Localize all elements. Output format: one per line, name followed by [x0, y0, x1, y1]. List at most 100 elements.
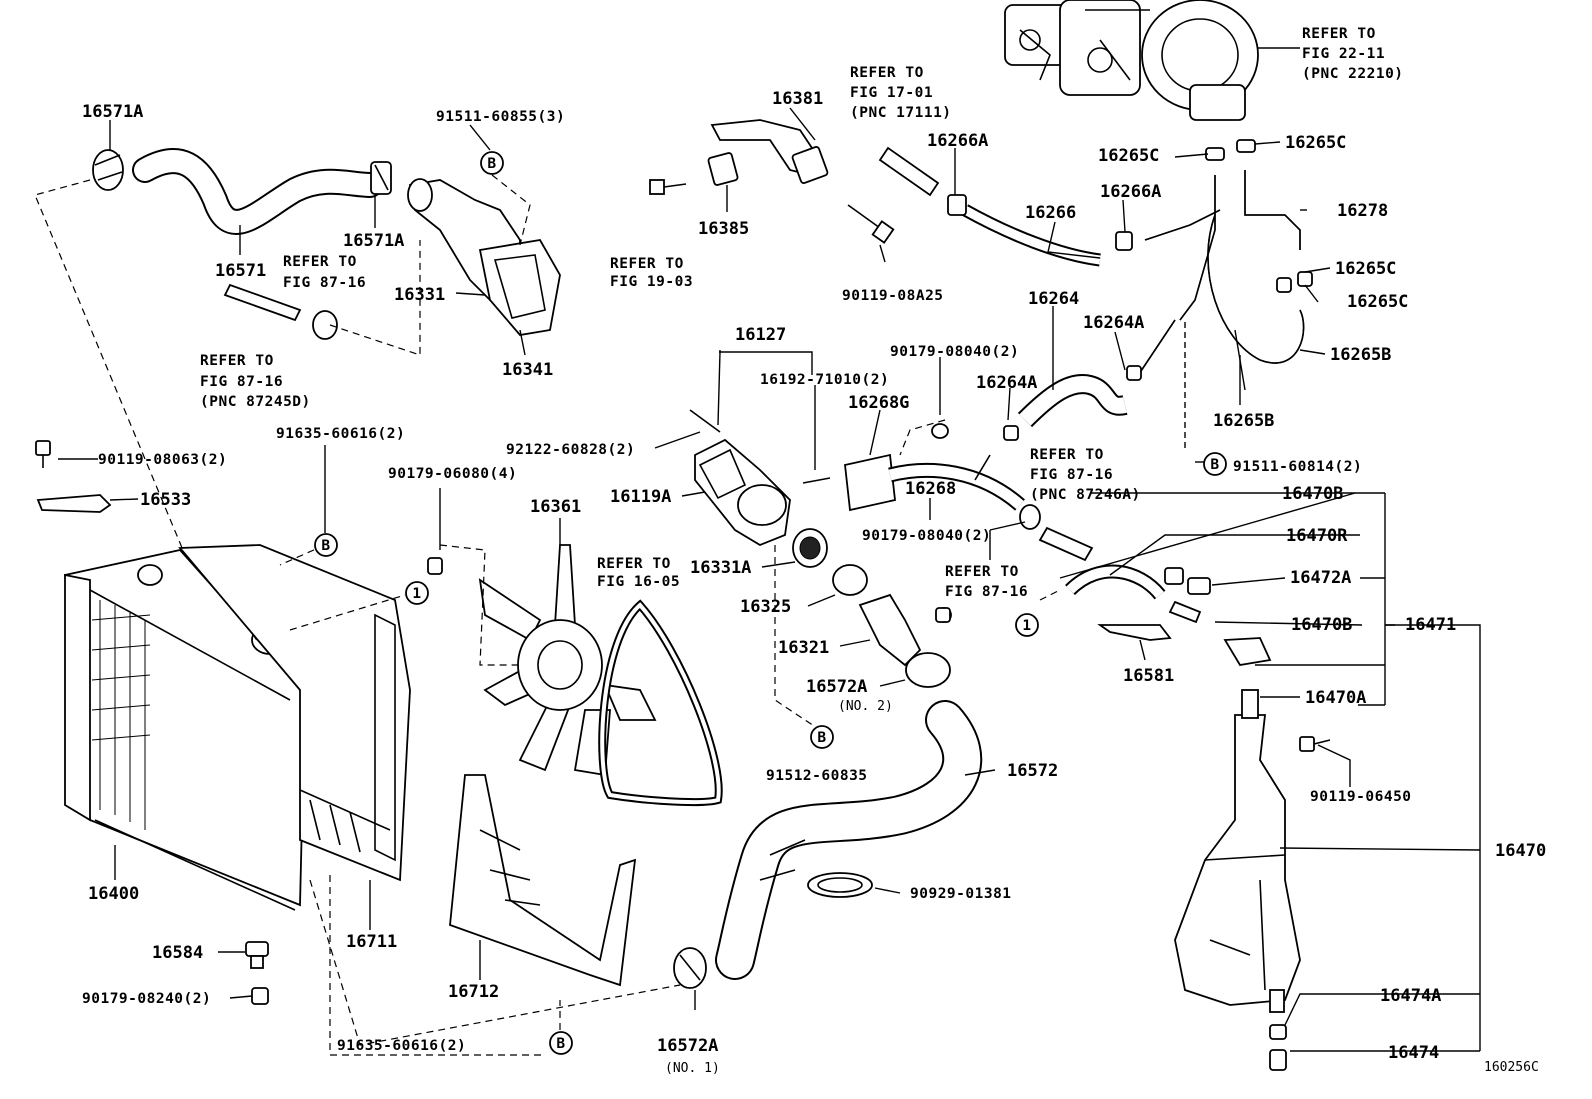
callout-91511-60814: 91511-60814(2)	[1233, 459, 1362, 475]
figure-code: 160256C	[1484, 1060, 1539, 1075]
callout-16265C-4: 16265C	[1347, 292, 1408, 312]
callout-16265C-2: 16265C	[1285, 133, 1346, 153]
callout-16472A: 16472A	[1290, 568, 1351, 588]
callout-90179-06080: 90179-06080(4)	[388, 466, 517, 482]
drive-belt-ref-16-05	[598, 599, 723, 807]
callout-90119-08A25: 90119-08A25	[842, 288, 944, 304]
bolt-90119-08A25	[847, 204, 895, 244]
leader-lines	[58, 107, 1481, 1052]
ref-fig-87-16-a: REFER TO FIG 87-16	[283, 254, 366, 291]
callouts: 16571A 91511-60855(3) 16381 16571 16571A…	[82, 89, 1546, 1076]
callout-16470B-top: 16470B	[1282, 484, 1343, 504]
throttle-body-illustration	[1004, 0, 1300, 121]
callout-16572A-mid: 16572A	[806, 677, 867, 697]
callout-90179-08040-a: 90179-08040(2)	[890, 344, 1019, 360]
callout-16572A-bot: 16572A	[657, 1036, 718, 1056]
callout-16712: 16712	[448, 982, 499, 1002]
callout-16470R: 16470R	[1286, 526, 1348, 546]
callout-16331: 16331	[394, 285, 445, 305]
callout-16268: 16268	[905, 479, 956, 499]
pipe-ref-87-16-b	[1038, 526, 1094, 562]
drain-cock-16584	[245, 941, 269, 969]
pipe-16268	[844, 423, 1041, 530]
marker-B-5: B	[549, 1031, 573, 1055]
fan-shroud-16711	[178, 544, 411, 882]
ref-fig-22-11: REFER TO FIG 22-11 (PNC 22210)	[1302, 26, 1404, 82]
callout-91512-60835: 91512-60835	[766, 768, 868, 784]
callout-16325: 16325	[740, 597, 791, 617]
callout-16385: 16385	[698, 219, 749, 239]
bolt-90119-08063	[35, 440, 51, 468]
callout-no2: (NO. 2)	[838, 699, 893, 714]
callout-92122-60828: 92122-60828(2)	[506, 442, 635, 458]
clamp-16572A-no1	[673, 947, 707, 989]
reservoir-tank-16470	[1174, 689, 1301, 1071]
callout-16571A-mid: 16571A	[343, 231, 404, 251]
fan-shroud-16712	[449, 774, 637, 987]
callout-16268G: 16268G	[848, 393, 909, 413]
ref-fig-17-01: REFER TO FIG 17-01 (PNC 17111)	[850, 65, 952, 121]
svg-text:B: B	[556, 1036, 565, 1052]
callout-91635-60616-bot: 91635-60616(2)	[337, 1038, 466, 1054]
callout-16572: 16572	[1007, 761, 1058, 781]
ref-fig-87-16-d: REFER TO FIG 87-16	[945, 564, 1028, 600]
bracket-16381	[710, 119, 829, 184]
water-inlet-16321	[858, 593, 952, 688]
marker-1-b: 1	[1015, 613, 1039, 637]
callout-91511-60855: 91511-60855(3)	[436, 109, 565, 125]
callout-16266A-top: 16266A	[927, 131, 988, 151]
callout-16381: 16381	[772, 89, 823, 109]
marker-B-2: B	[1203, 452, 1227, 476]
svg-text:1: 1	[412, 586, 421, 602]
callout-91635-60616-top: 91635-60616(2)	[276, 426, 405, 442]
callout-16264A-mid: 16264A	[976, 373, 1037, 393]
callout-16711: 16711	[346, 932, 397, 952]
callout-16470: 16470	[1495, 841, 1546, 861]
nut-90179-06080	[427, 557, 443, 575]
nut-90179-08240	[251, 987, 269, 1005]
nut-90179-08040-b	[935, 607, 951, 623]
callout-90119-08063: 90119-08063(2)	[98, 452, 227, 468]
callout-90119-06450: 90119-06450	[1310, 789, 1412, 805]
radiator-16400	[64, 549, 306, 911]
callout-16470A: 16470A	[1305, 688, 1366, 708]
ref-fig-19-03: REFER TO FIG 19-03	[610, 256, 693, 290]
marker-B-3: B	[314, 533, 338, 557]
callout-16571: 16571	[215, 261, 266, 281]
callout-16400: 16400	[88, 884, 139, 904]
seal-16533	[36, 494, 112, 513]
callout-16361: 16361	[530, 497, 581, 517]
callout-16584: 16584	[152, 943, 203, 963]
fan-16361	[478, 544, 657, 777]
callout-no1: (NO. 1)	[665, 1061, 720, 1076]
reference-notes: REFER TO FIG 22-11 (PNC 22210) REFER TO …	[200, 26, 1404, 600]
bolt-90119-06450	[1299, 736, 1331, 752]
hose-16266	[947, 194, 1133, 267]
marker-B-1: B	[480, 151, 504, 175]
callout-16331A: 16331A	[690, 558, 751, 578]
pipe-ref-17-01	[878, 146, 940, 197]
callout-16265C-3: 16265C	[1335, 259, 1396, 279]
callout-16192-71010: 16192-71010(2)	[760, 372, 889, 388]
clamp-16571A	[370, 161, 392, 195]
callout-16265B-2: 16265B	[1213, 411, 1274, 431]
callout-16119A: 16119A	[610, 487, 671, 507]
svg-text:B: B	[487, 156, 496, 172]
part-16385	[707, 152, 739, 186]
callout-16266: 16266	[1025, 203, 1076, 223]
lower-radiator-hose-16572	[715, 700, 983, 980]
callout-90929-01381: 90929-01381	[910, 886, 1012, 902]
marker-1-a: 1	[405, 581, 429, 605]
callout-16278: 16278	[1337, 201, 1388, 221]
callout-16265B-1: 16265B	[1330, 345, 1391, 365]
callout-16127: 16127	[735, 325, 786, 345]
callout-16266A-mid: 16266A	[1100, 182, 1161, 202]
bracket-16581	[1097, 624, 1172, 641]
callout-16533: 16533	[140, 490, 191, 510]
hose-clamp-small	[312, 310, 338, 340]
callout-16264A-top: 16264A	[1083, 313, 1144, 333]
callout-16264: 16264	[1028, 289, 1079, 309]
callout-16474A: 16474A	[1380, 986, 1441, 1006]
svg-text:B: B	[321, 538, 330, 554]
ref-fig-87-16-b: REFER TO FIG 87-16 (PNC 87245D)	[200, 353, 311, 410]
